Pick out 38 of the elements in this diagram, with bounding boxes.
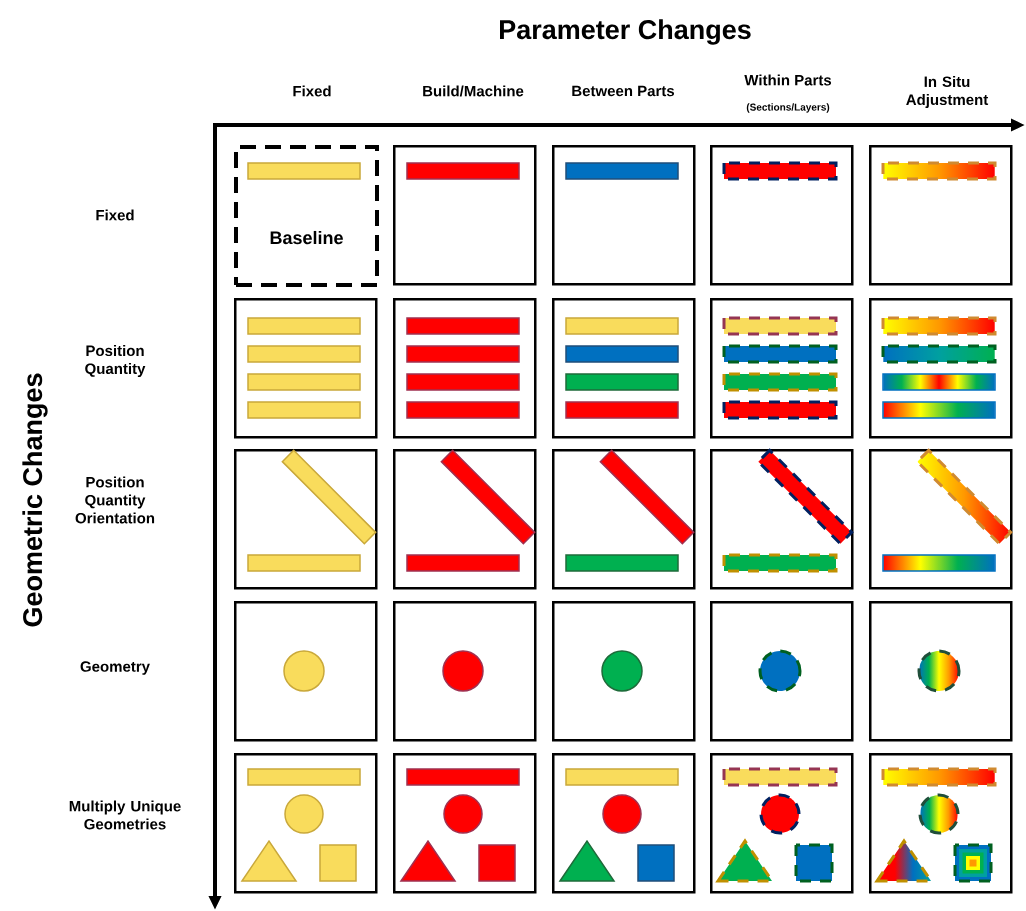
matrix-cell <box>869 449 1013 590</box>
matrix-cell <box>552 753 696 894</box>
matrix-cell <box>552 145 696 286</box>
header-label: Multiply Unique Geometries <box>69 800 181 830</box>
matrix-cell <box>393 601 537 742</box>
sub-label: (Sections/Layers) <box>746 103 830 113</box>
matrix-cell <box>710 145 854 286</box>
header-label: In Situ Adjustment <box>906 76 989 108</box>
matrix-cell <box>234 298 378 439</box>
matrix-cell <box>552 449 696 590</box>
matrix-cell <box>234 449 378 590</box>
header-label: Fixed <box>96 209 134 221</box>
header-label: Between Parts <box>572 85 675 97</box>
header-label: Position Quantity Orientation <box>75 476 155 524</box>
matrix-cell <box>869 145 1013 286</box>
matrix-cell: Baseline <box>234 145 379 287</box>
matrix-cell <box>393 753 537 894</box>
matrix-cell <box>710 753 854 894</box>
matrix-cell <box>552 601 696 742</box>
matrix-cell <box>393 449 537 590</box>
header-label: Geometry <box>80 661 150 675</box>
matrix-cell <box>234 601 378 742</box>
matrix-cell <box>552 298 696 439</box>
header-label: Build/Machine <box>423 85 524 97</box>
header-label: Position Quantity <box>85 345 146 377</box>
matrix-cell <box>710 298 854 439</box>
matrix-cell <box>710 601 854 742</box>
matrix-cell <box>393 145 537 286</box>
matrix-cell <box>869 601 1013 742</box>
matrix-cell <box>393 298 537 439</box>
header-label: Within Parts <box>744 74 832 86</box>
axis-title: Parameter Changes <box>500 19 751 45</box>
matrix-cell <box>869 753 1013 894</box>
matrix-cell <box>869 298 1013 439</box>
matrix-cell <box>234 753 378 894</box>
header-label: Fixed <box>293 85 331 97</box>
matrix-cell <box>710 449 854 590</box>
axis-title: Geometric Changes <box>22 373 48 627</box>
